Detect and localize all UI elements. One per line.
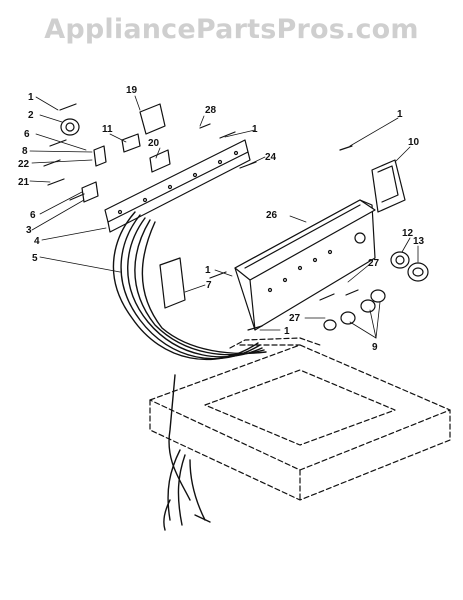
control-switches <box>60 103 171 203</box>
callout-1b: 1 <box>252 124 258 135</box>
harness-cover <box>159 257 186 309</box>
callout-6b: 6 <box>30 210 36 221</box>
control-bracket <box>104 139 251 233</box>
knob-12 <box>390 251 410 269</box>
callout-labels: 1 2 6 8 22 21 6 3 4 5 19 11 20 28 1 24 1… <box>18 85 425 353</box>
callout-12: 12 <box>402 228 414 239</box>
wire-harness <box>112 211 267 531</box>
callout-1a: 1 <box>28 92 34 103</box>
callout-6a: 6 <box>24 129 30 140</box>
knob-13 <box>407 262 429 282</box>
callout-19: 19 <box>126 85 138 96</box>
callout-13: 13 <box>413 236 425 247</box>
callout-27a: 27 <box>368 258 380 269</box>
callout-22: 22 <box>18 159 30 170</box>
callout-4: 4 <box>34 236 40 247</box>
callout-28: 28 <box>205 105 217 116</box>
callout-1d: 1 <box>205 265 211 276</box>
callout-9: 9 <box>372 342 378 353</box>
endcap <box>371 159 406 213</box>
callout-24: 24 <box>265 152 277 163</box>
callout-3: 3 <box>26 225 32 236</box>
console-panel <box>234 199 376 331</box>
callout-20: 20 <box>148 138 160 149</box>
watermark: AppliancePartsPros.com <box>44 14 419 45</box>
callout-1e: 1 <box>284 326 290 337</box>
callout-11: 11 <box>102 124 113 135</box>
screws <box>43 103 359 331</box>
callout-21: 21 <box>18 177 30 188</box>
callout-5: 5 <box>32 253 38 264</box>
callout-26: 26 <box>266 210 278 221</box>
callout-27b: 27 <box>289 313 301 324</box>
callout-2: 2 <box>28 110 34 121</box>
cabinet-top-dashed <box>149 337 451 501</box>
callout-7: 7 <box>206 280 212 291</box>
callout-1c: 1 <box>397 109 403 120</box>
leader-lines <box>29 95 419 339</box>
callout-8: 8 <box>22 146 28 157</box>
callout-10: 10 <box>408 137 420 148</box>
knobs-9 <box>323 289 386 331</box>
